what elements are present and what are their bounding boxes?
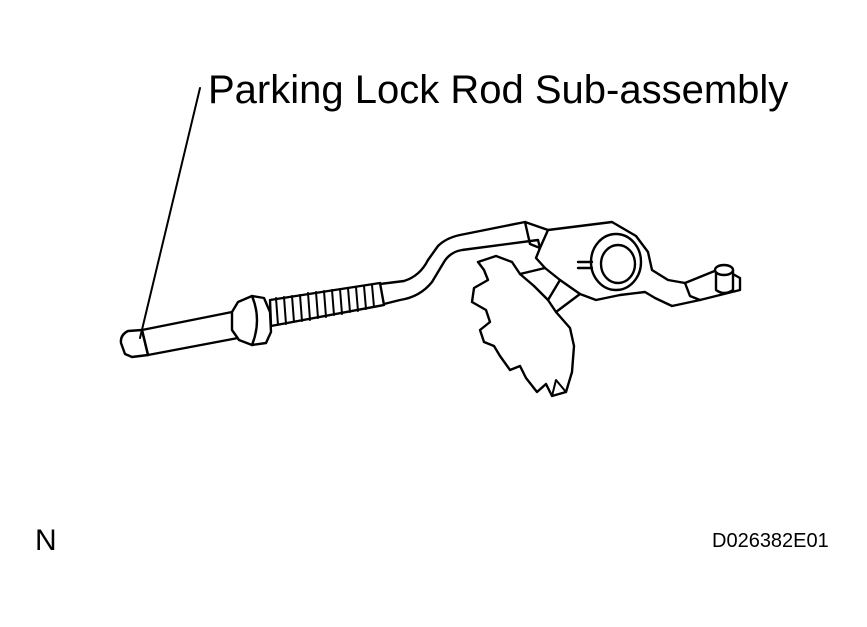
- rod-tip: [119, 310, 240, 359]
- rod-collar: [230, 294, 273, 347]
- leader-line: [139, 87, 201, 339]
- detent-plate: [470, 254, 582, 398]
- figure-id: D026382E01: [712, 530, 829, 552]
- corner-letter: N: [35, 524, 57, 557]
- lever-pin: [713, 263, 735, 295]
- lever-bushing: [576, 232, 643, 292]
- callout-label: Parking Lock Rod Sub-assembly: [208, 68, 789, 112]
- rod-spring: [268, 281, 386, 328]
